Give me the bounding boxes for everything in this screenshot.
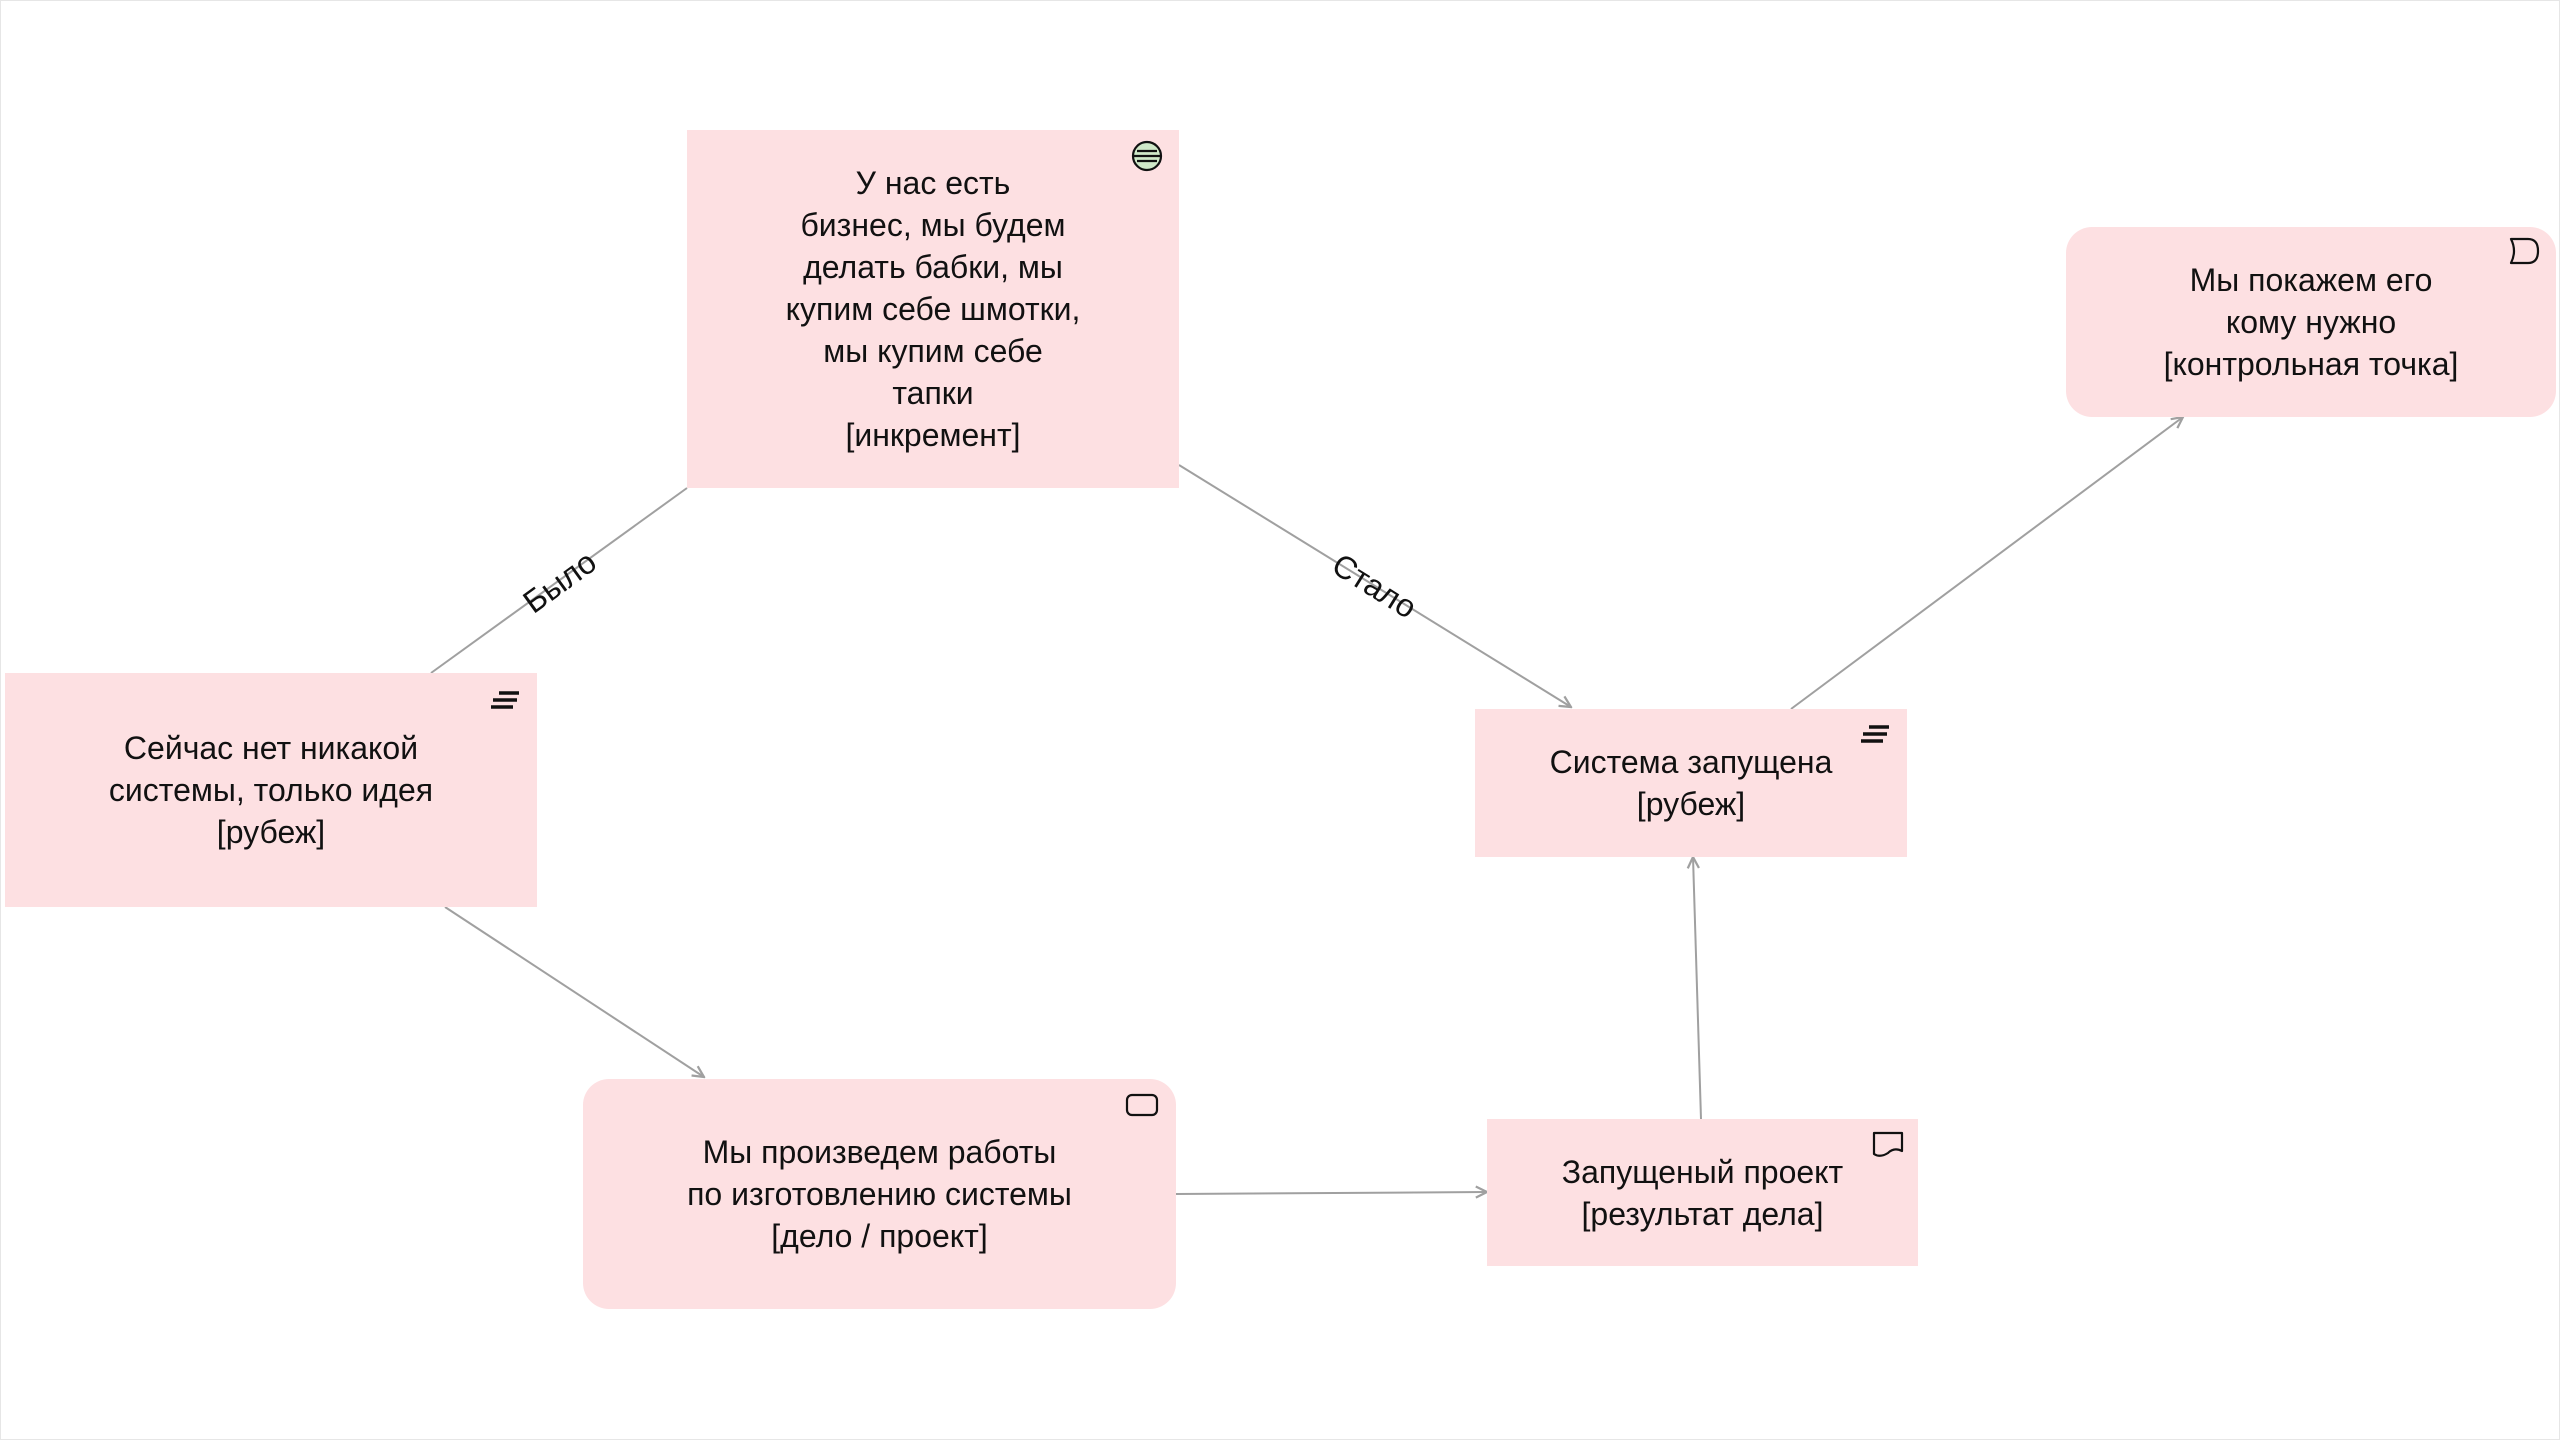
node-checkpoint-text: Мы покажем его кому нужно [контрольная т… [2163,262,2459,382]
milestone-icon [491,691,519,709]
edge-system-to-checkpoint[interactable] [1790,417,2183,710]
node-result-text: Запущеный проект [результат дела] [1561,1153,1844,1232]
edge-result-to-system[interactable] [1693,857,1702,1120]
deliverable-icon [1872,1131,1904,1157]
edge-project-to-result[interactable] [1175,1192,1487,1194]
node-project-text: Мы произведем работы по изготовлению сис… [687,1134,1072,1254]
event-icon [2509,237,2540,265]
work-package-icon [1125,1093,1159,1117]
node-idea-text: Сейчас нет никакой системы, только идея … [108,730,434,850]
edge-idea-to-increment[interactable] [430,487,688,674]
milestone-icon [1861,725,1889,743]
edge-label-became: Стало [1326,546,1423,625]
node-system[interactable]: Система запущена [рубеж] [1475,709,1907,857]
plateau-icon [1131,140,1163,172]
node-checkpoint[interactable]: Мы покажем его кому нужно [контрольная т… [2066,227,2556,417]
node-project[interactable]: Мы произведем работы по изготовлению сис… [583,1079,1176,1309]
node-system-text: Система запущена [рубеж] [1549,744,1833,822]
node-result[interactable]: Запущеный проект [результат дела] [1487,1119,1918,1266]
node-idea[interactable]: Сейчас нет никакой системы, только идея … [5,673,537,907]
edge-idea-to-project[interactable] [444,906,704,1077]
edge-label-was: Было [516,543,603,620]
node-increment[interactable]: У нас есть бизнес, мы будем делать бабки… [687,130,1179,488]
edge-increment-to-system[interactable] [1178,464,1571,707]
node-increment-text: У нас есть бизнес, мы будем делать бабки… [785,165,1081,453]
